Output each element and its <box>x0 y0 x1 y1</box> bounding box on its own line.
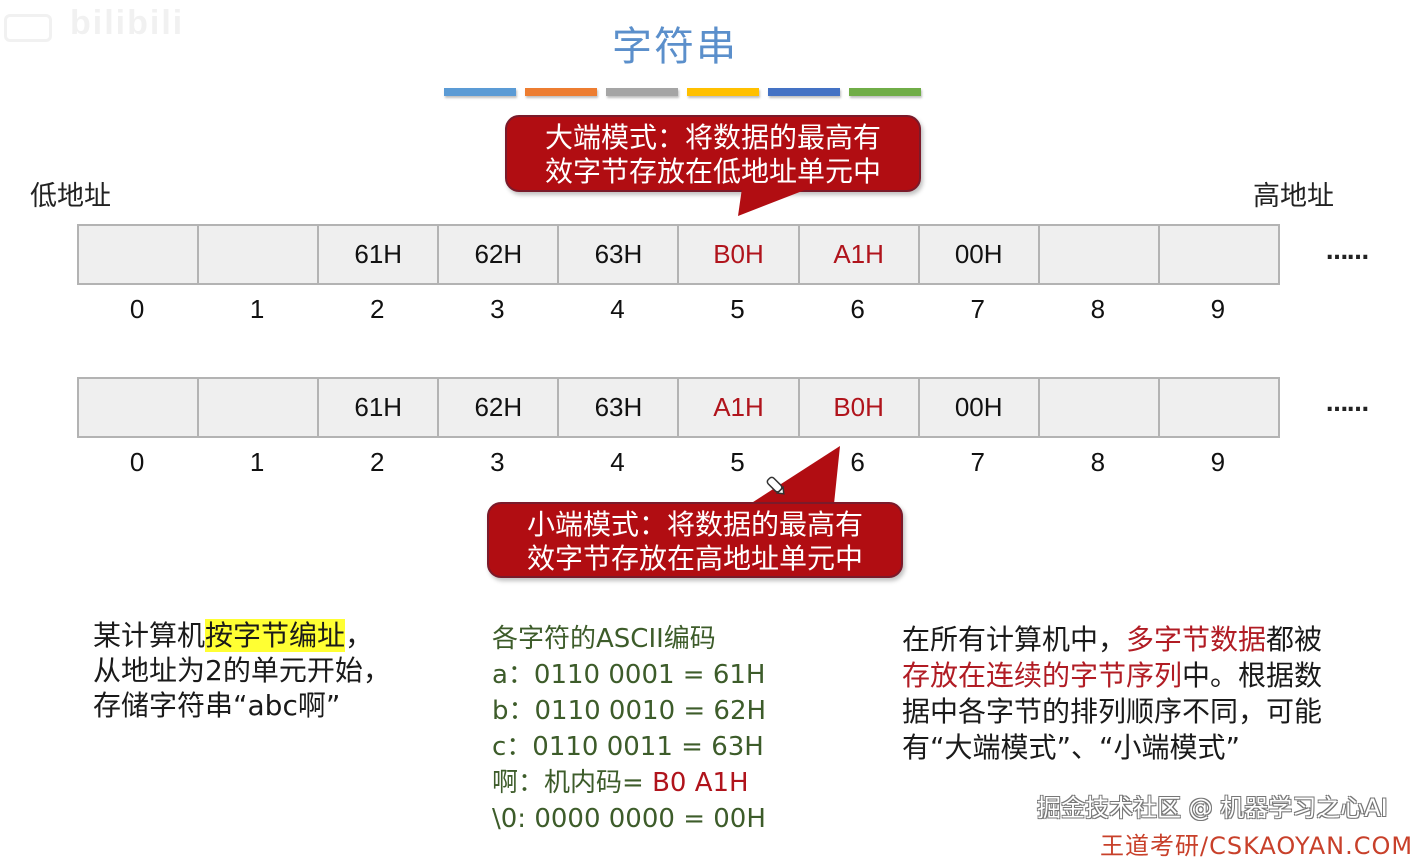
memory-cell <box>77 224 200 285</box>
memory-cell: A1H <box>677 377 800 438</box>
title-color-stripes <box>444 88 921 96</box>
ascii-row-b: b：0110 0010 = 62H <box>492 696 767 726</box>
memory-cell <box>1037 377 1160 438</box>
ascii-row-c: c：0110 0011 = 63H <box>492 732 764 762</box>
memory-cell: B0H <box>797 377 920 438</box>
tv-icon <box>4 14 52 42</box>
little-endian-address-indices: 0 1 2 3 4 5 6 7 8 9 <box>77 447 1278 478</box>
color-stripe <box>525 88 597 96</box>
address-index: 0 <box>129 447 145 477</box>
pencil-cursor-icon <box>766 476 785 495</box>
ascii-row-a: a：0110 0001 = 61H <box>492 660 766 690</box>
address-index: 7 <box>970 447 985 477</box>
address-index: 5 <box>730 294 745 324</box>
memory-cell <box>197 224 320 285</box>
juejin-credit-watermark: 掘金技术社区 @ 机器学习之心AI <box>1037 794 1388 822</box>
ascii-row-null: \0: 0000 0000 = 00H <box>492 804 766 834</box>
little-endian-callout: 小端模式：将数据的最高有 效字节存放在高地址单元中 <box>487 502 903 578</box>
memory-cell: 61H <box>317 377 440 438</box>
address-index: 8 <box>1090 447 1106 477</box>
memory-cell <box>77 377 200 438</box>
address-index: 2 <box>370 294 385 324</box>
address-index: 4 <box>610 447 625 477</box>
ascii-row-ah: 啊：机内码= B0 A1H <box>492 768 749 798</box>
memory-cell <box>1157 224 1280 285</box>
big-endian-address-indices: 0 1 2 3 4 5 6 7 8 9 <box>77 294 1278 325</box>
low-address-label: 低地址 <box>30 181 111 212</box>
right-note: 在所有计算机中，多字节数据都被 存放在连续的字节序列中。根据数 据中各字节的排列… <box>902 623 1323 764</box>
little-endian-callout-pointer <box>750 446 840 504</box>
memory-cell: 62H <box>437 377 560 438</box>
memory-cell: 63H <box>557 377 680 438</box>
address-index: 2 <box>370 447 385 477</box>
memory-cell <box>197 377 320 438</box>
address-index: 9 <box>1210 447 1226 477</box>
memory-cell: 00H <box>917 224 1040 285</box>
color-stripe <box>606 88 678 96</box>
memory-cell: 61H <box>317 224 440 285</box>
color-stripe <box>444 88 516 96</box>
address-index: 0 <box>129 294 145 324</box>
color-stripe <box>687 88 759 96</box>
big-endian-callout-pointer <box>738 188 810 216</box>
color-stripe <box>849 88 921 96</box>
memory-cell: A1H <box>797 224 920 285</box>
highlighted-byte-addressing: 按字节编址 <box>205 619 346 652</box>
address-index: 8 <box>1090 294 1106 324</box>
bilibili-watermark: bilibili <box>0 0 200 50</box>
address-index: 3 <box>490 447 505 477</box>
little-endian-ellipsis: …… <box>1326 392 1369 417</box>
address-index: 3 <box>490 294 505 324</box>
address-index: 1 <box>249 294 265 324</box>
left-note: 某计算机按字节编址， 从地址为2的单元开始， 存储字符串“abc啊” <box>93 619 391 722</box>
address-index: 6 <box>850 294 865 324</box>
memory-cell: 62H <box>437 224 560 285</box>
high-address-label: 高地址 <box>1253 181 1334 212</box>
address-index: 9 <box>1210 294 1226 324</box>
ascii-code-list: 各字符的ASCII编码 a：0110 0001 = 61H b：0110 001… <box>492 621 766 837</box>
big-endian-callout: 大端模式：将数据的最高有 效字节存放在低地址单元中 <box>505 115 921 192</box>
wangdao-watermark: 王道考研/CSKAOYAN.COM <box>1100 832 1414 860</box>
memory-cell: 63H <box>557 224 680 285</box>
big-endian-ellipsis: …… <box>1326 240 1369 265</box>
memory-cell: 00H <box>917 377 1040 438</box>
address-index: 5 <box>730 447 745 477</box>
memory-cell <box>1037 224 1160 285</box>
memory-cell: B0H <box>677 224 800 285</box>
address-index: 6 <box>850 447 865 477</box>
address-index: 4 <box>610 294 625 324</box>
memory-cell <box>1157 377 1280 438</box>
color-stripe <box>768 88 840 96</box>
address-index: 7 <box>970 294 985 324</box>
address-index: 1 <box>249 447 265 477</box>
slide-title: 字符串 <box>612 24 738 70</box>
ascii-heading: 各字符的ASCII编码 <box>492 624 716 654</box>
